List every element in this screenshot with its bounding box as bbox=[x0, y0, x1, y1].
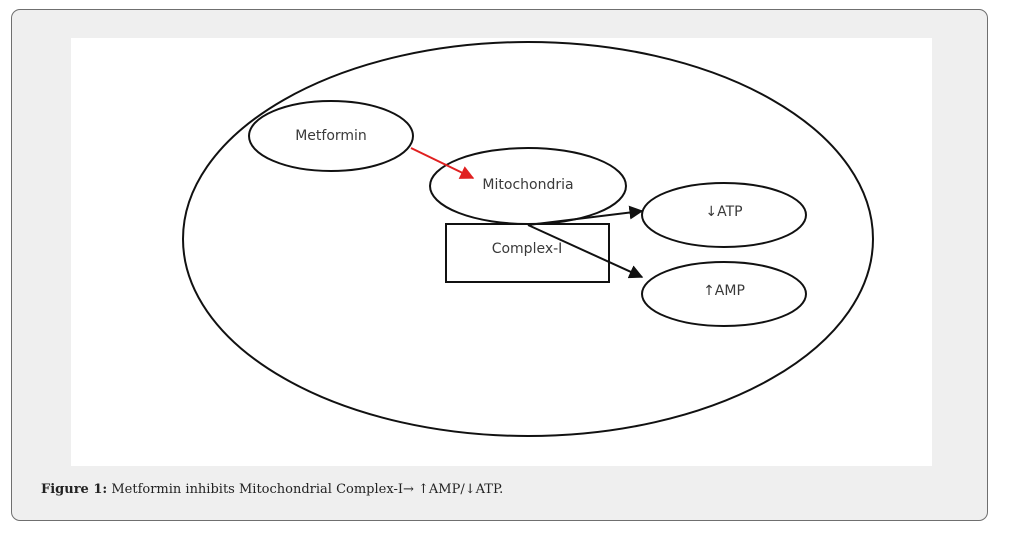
atp-node: ↓ATP bbox=[641, 182, 807, 248]
complex-to-amp-arrow bbox=[527, 224, 644, 279]
metformin-label: Metformin bbox=[295, 128, 367, 144]
atp-label: ↓ATP bbox=[705, 204, 742, 220]
caption-text: Metformin inhibits Mitochondrial Complex… bbox=[107, 482, 504, 497]
complex-i-label: Complex-I bbox=[492, 241, 563, 257]
metformin-node: Metformin bbox=[248, 100, 414, 172]
metformin-to-mitochondria-arrow bbox=[410, 147, 475, 179]
complex-i-node: Complex-I bbox=[445, 223, 610, 283]
amp-node: ↑AMP bbox=[641, 261, 807, 327]
mitochondria-label: Mitochondria bbox=[482, 177, 573, 193]
caption-label: Figure 1: bbox=[41, 482, 108, 497]
diagram-canvas: Metformin Complex-I Mitochondria ↓ATP ↑A… bbox=[182, 41, 874, 437]
amp-label: ↑AMP bbox=[703, 283, 745, 299]
cell-boundary bbox=[182, 41, 874, 437]
mitochondria-node: Mitochondria bbox=[429, 147, 627, 225]
complex-to-atp-arrow bbox=[527, 205, 644, 226]
figure-caption: Figure 1: Metformin inhibits Mitochondri… bbox=[41, 482, 503, 497]
diagram: Metformin Complex-I Mitochondria ↓ATP ↑A… bbox=[71, 38, 932, 466]
